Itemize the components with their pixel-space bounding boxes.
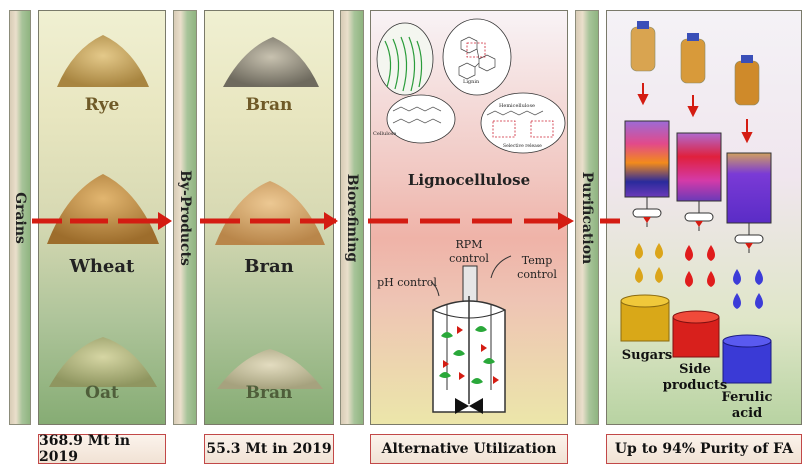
bran-label-wheat: Bran [244, 256, 294, 277]
cellulose-label: Cellulose [373, 131, 396, 137]
products-label: products [663, 378, 727, 393]
stage-strip-grains: Grains [9, 10, 31, 425]
stage-label-purification: Purification [579, 171, 595, 264]
stage-strip-purification: Purification [575, 10, 599, 425]
wheat-bran-pile-image [215, 181, 325, 245]
rye-bran-pile-image [223, 37, 319, 87]
grains-production-caption: 368.9 Mt in 2019 [38, 433, 166, 465]
oat-label: Oat [85, 383, 119, 403]
bioreactor-diagram: RPM control Temp control pH control [377, 238, 557, 414]
wheat-pile-image [47, 174, 159, 244]
bran-label-rye: Bran [245, 95, 293, 115]
oat-pile-image [49, 337, 157, 387]
lignocellulose-panel: Lignin Cellulose Hemicellulose Selective… [370, 10, 568, 425]
temp-label: Temp [522, 254, 552, 267]
hemicellulose-label: Hemicellulose [499, 103, 535, 109]
oat-bran-pile-image [217, 349, 323, 389]
sugars-container-icon [620, 294, 670, 342]
side-products-container-icon [672, 310, 720, 358]
stage-strip-biorefining: Biorefining [340, 10, 364, 425]
stage-label-grains: Grains [12, 191, 28, 244]
rpm-control-label: control [449, 252, 489, 265]
purification-columns-diagram: Sugars Side products Ferulic acid [620, 21, 773, 421]
sugars-label: Sugars [622, 348, 673, 363]
stage-label-byproducts: By-Products [177, 169, 193, 266]
bran-panel: Bran Bran Bran [204, 10, 334, 425]
acid-label: acid [732, 406, 762, 421]
lignocellulose-structure-diagram: Lignin Cellulose Hemicellulose Selective… [373, 18, 566, 154]
bottle-icons [630, 21, 760, 106]
rye-label: Rye [84, 95, 120, 115]
purity-caption: Up to 94% Purity of FA [606, 434, 802, 464]
lignin-label: Lignin [463, 79, 480, 85]
bran-production-caption: 55.3 Mt in 2019 [204, 434, 334, 464]
rpm-label: RPM [456, 238, 483, 251]
ph-control-label: pH control [377, 276, 437, 289]
rye-pile-image [57, 35, 149, 87]
lignocellulose-title: Lignocellulose [407, 171, 531, 189]
side-label: Side [679, 362, 711, 377]
grains-panel: Rye Wheat Oat [38, 10, 166, 425]
purification-panel: Sugars Side products Ferulic acid [606, 10, 802, 425]
alternative-utilization-caption: Alternative Utilization [370, 434, 568, 464]
stage-label-biorefining: Biorefining [344, 173, 360, 262]
wheat-label: Wheat [69, 256, 135, 277]
temp-control-label: control [517, 268, 557, 281]
selective-release-label: Selective release [503, 143, 542, 149]
ferulic-label: Ferulic [722, 390, 773, 405]
stage-strip-byproducts: By-Products [173, 10, 197, 425]
bran-label-oat: Bran [245, 383, 293, 403]
ferulic-acid-container-icon [722, 334, 772, 384]
